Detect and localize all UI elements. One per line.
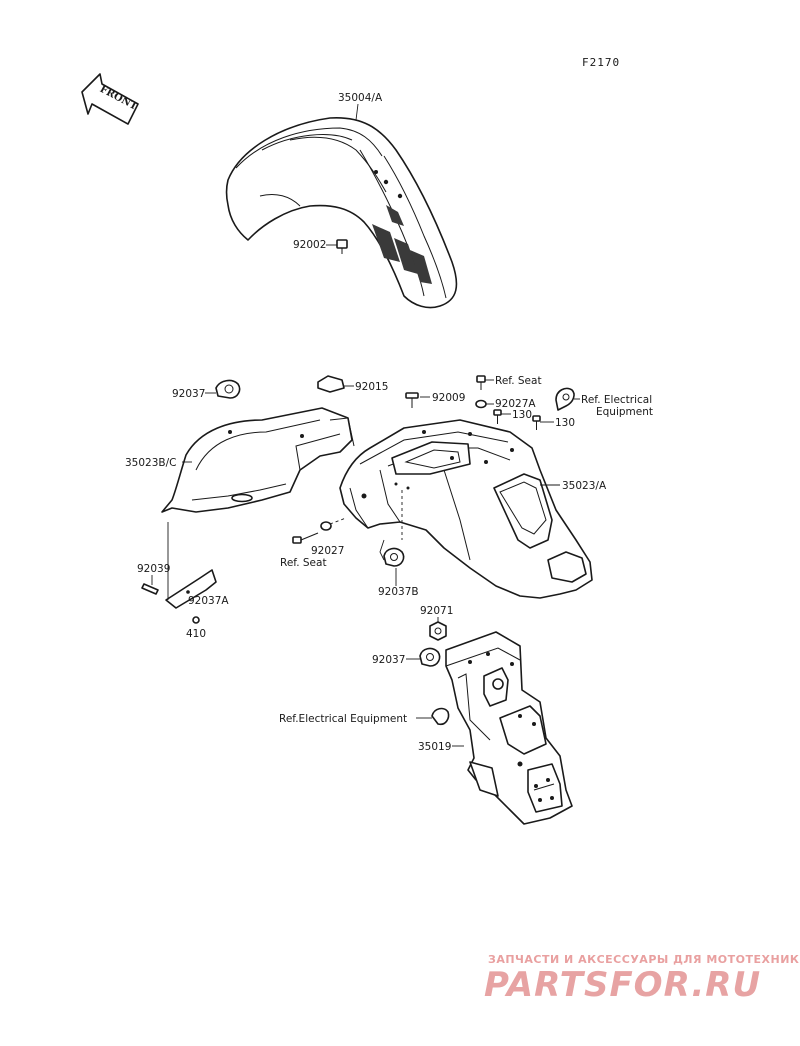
label-35023bc: 35023B/C [125,457,176,469]
part-410 [192,616,200,624]
seat-bolt-top [476,375,486,390]
clamp-92037-bottom [419,647,441,667]
label-35019: 35019 [418,741,451,753]
washer-92027a [475,399,487,409]
sheet-code: F2170 [582,56,620,69]
clamp-92037b [383,547,405,567]
label-92071: 92071 [420,605,453,617]
bolt-130-a [493,409,502,424]
label-130-b: 130 [555,417,575,429]
nut-92071 [429,621,447,641]
label-92027a: 92027A [495,398,536,410]
clamp-92037-top [215,379,241,399]
label-35004a: 35004/A [338,92,383,104]
label-92009: 92009 [432,392,465,404]
label-92027: 92027 [311,545,344,557]
label-35023a: 35023/A [562,480,607,492]
electrical-clamp-top [555,387,575,411]
bolt-92002 [336,239,348,254]
label-92037a: 92037A [188,595,229,607]
inner-fender-35023bc [161,407,355,513]
label-92002: 92002 [293,239,326,251]
front-fender-35004a [225,117,458,309]
bracket-92015 [317,375,345,393]
label-ref-seat-bottom: Ref. Seat [280,557,327,569]
label-ref-electrical-1: Ref. Electrical [581,394,652,406]
label-ref-electrical-2: Equipment [596,406,653,418]
electrical-clamp-bottom [431,707,450,726]
rear-fender-35023a [339,419,593,599]
front-arrow-icon: FRONT [81,73,139,125]
bracket-92037a [165,569,217,609]
mount-bracket-35019 [445,631,573,825]
label-ref-electrical-equipment: Ref.Electrical Equipment [279,713,407,725]
label-92037-top: 92037 [172,388,205,400]
pin-92039 [141,583,159,595]
label-410: 410 [186,628,206,640]
bolt-130-b [532,415,541,430]
label-92039: 92039 [137,563,170,575]
label-130-a: 130 [512,409,532,421]
watermark-tagline: ЗАПЧАСТИ И АКСЕССУАРЫ ДЛЯ МОТОТЕХНИКИ [488,953,800,966]
label-92037b: 92037B [378,586,419,598]
label-92037-bottom: 92037 [372,654,405,666]
watermark-brand: PARTSFOR.RU [484,965,761,1005]
label-ref-seat-top: Ref. Seat [495,375,542,387]
label-92015: 92015 [355,381,388,393]
seat-bolt-bottom [292,517,347,544]
screw-92009 [405,392,419,408]
